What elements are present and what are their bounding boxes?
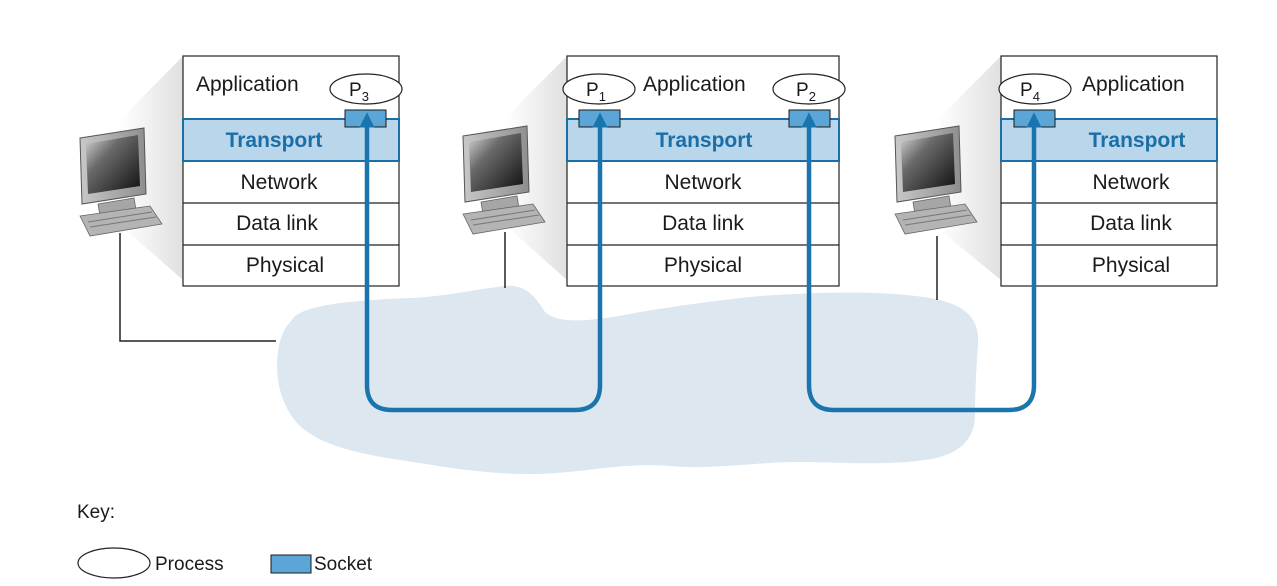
computer-icon <box>462 125 546 235</box>
key-title: Key: <box>77 502 115 523</box>
host-middle: Application Transport Network Data link … <box>462 55 846 288</box>
key-legend: Key: Process Socket <box>77 502 373 579</box>
datalink-layer-label: Data link <box>662 212 744 235</box>
transport-layer-label: Transport <box>1089 129 1186 152</box>
application-layer-label: Application <box>1082 73 1185 96</box>
datalink-layer-label: Data link <box>236 212 318 235</box>
host-right: Application Transport Network Data link … <box>894 55 1218 300</box>
transport-layer-label: Transport <box>226 129 323 152</box>
network-layer-label: Network <box>1092 171 1170 194</box>
process-p3-label: P3 <box>349 80 369 104</box>
application-layer-label: Application <box>196 73 299 96</box>
process-p4-label: P4 <box>1020 80 1040 104</box>
datalink-layer-label: Data link <box>1090 212 1172 235</box>
transport-layer-label: Transport <box>656 129 753 152</box>
process-p1-label: P1 <box>586 80 606 104</box>
application-layer-label: Application <box>643 73 746 96</box>
host-left: Application Transport Network Data link … <box>79 55 403 342</box>
physical-layer-label: Physical <box>664 254 742 277</box>
process-p4 <box>998 73 1072 105</box>
network-cloud <box>277 285 979 474</box>
process-p2 <box>772 73 846 105</box>
connection-p2-p4 <box>801 112 1042 413</box>
network-layer-label: Network <box>664 171 742 194</box>
host-left-link <box>119 233 276 342</box>
process-p3 <box>329 73 403 105</box>
key-socket-label: Socket <box>314 554 373 575</box>
physical-layer-label: Physical <box>246 254 324 277</box>
computer-icon <box>894 125 978 235</box>
key-process-symbol <box>77 547 151 579</box>
key-socket-symbol <box>270 554 312 574</box>
computer-icon <box>79 127 163 237</box>
connection-p3-p1 <box>359 112 608 413</box>
process-p1 <box>562 73 636 105</box>
key-process-label: Process <box>155 554 224 575</box>
network-layer-label: Network <box>240 171 318 194</box>
physical-layer-label: Physical <box>1092 254 1170 277</box>
process-p2-label: P2 <box>796 80 816 104</box>
